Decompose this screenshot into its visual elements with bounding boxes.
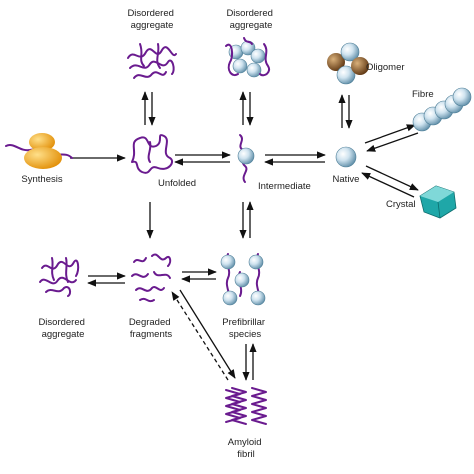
- ribosome-icon: [5, 133, 73, 169]
- arrow-native-fibre: [364, 124, 416, 144]
- label-oligomer: Oligomer: [366, 62, 405, 73]
- prefibrillar-icon: [220, 253, 266, 306]
- native-sphere-icon: [335, 146, 357, 168]
- unfolded-chain-icon: [131, 134, 174, 174]
- oligomer-icon: [327, 42, 369, 85]
- fibre-icon: [412, 87, 472, 132]
- label-disordered-top-1: Disordered aggregate: [127, 8, 176, 31]
- crystal-icon: [419, 185, 457, 219]
- arrow-native-crystal: [365, 165, 419, 191]
- label-disordered-top-2: Disordered aggregate: [226, 8, 275, 31]
- intermediate-icon: [237, 134, 255, 183]
- arrow-degraded-amyloid: [179, 289, 236, 379]
- label-disordered-left: Disordered aggregate: [38, 317, 87, 340]
- label-degraded: Degraded fragments: [129, 317, 173, 340]
- arrow-amyloid-degraded-dashed: [171, 291, 229, 381]
- amyloid-fibril-icon: [225, 387, 267, 425]
- disordered-aggregate-icon: [127, 43, 177, 79]
- label-fibre: Fibre: [412, 89, 434, 100]
- label-crystal: Crystal: [386, 199, 416, 210]
- degraded-fragments-icon: [131, 253, 172, 303]
- label-prefibrillar: Prefibrillar species: [222, 317, 267, 340]
- label-synthesis: Synthesis: [21, 174, 62, 185]
- label-unfolded: Unfolded: [158, 178, 196, 189]
- disordered-aggregate-left-icon: [39, 257, 80, 297]
- disordered-aggregate-spheres-icon: [225, 37, 270, 78]
- arrow-crystal-native: [361, 172, 415, 198]
- label-amyloid: Amyloid fibril: [228, 437, 264, 460]
- label-intermediate: Intermediate: [258, 181, 311, 192]
- arrows: [70, 91, 419, 381]
- arrow-fibre-native: [366, 132, 419, 152]
- label-native: Native: [333, 174, 360, 185]
